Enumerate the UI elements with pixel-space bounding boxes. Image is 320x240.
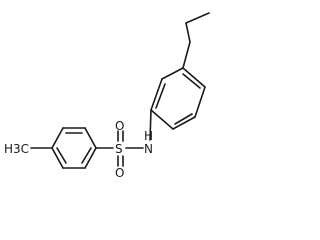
atom-hydrogen-label: H	[144, 129, 153, 143]
left-benzene-ring	[51, 127, 97, 169]
bond-propyl-2	[185, 22, 191, 43]
bond-propyl-1	[182, 41, 191, 69]
atom-oxygen-lower-label: O	[115, 166, 124, 180]
bond-propyl-3	[185, 12, 210, 24]
structure-diagram: H3C O S O N H	[4, 12, 210, 180]
atom-oxygen-upper-label: O	[115, 119, 124, 133]
molecule-drawing: H3C O S O N H	[4, 12, 210, 180]
atom-nitrogen-label: N	[144, 142, 153, 156]
atom-methyl-label: H3C	[4, 142, 29, 156]
atom-sulfur-label: S	[115, 142, 123, 156]
bond-n-ring	[149, 109, 152, 141]
right-benzene-ring	[150, 67, 206, 130]
